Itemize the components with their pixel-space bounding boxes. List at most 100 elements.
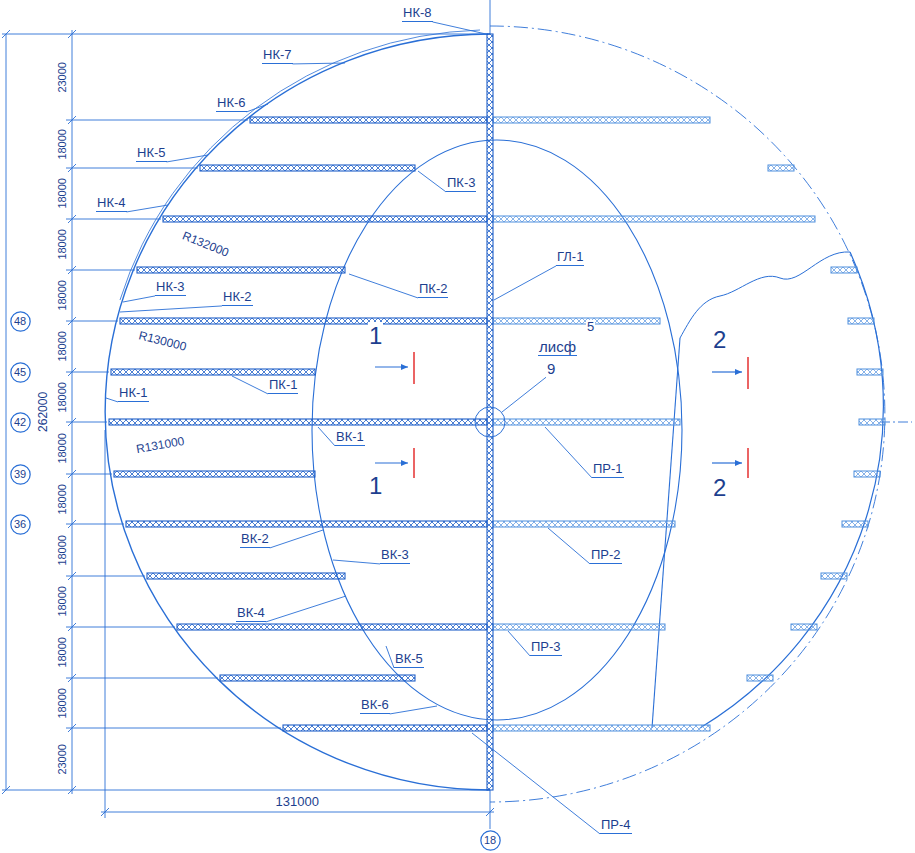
axis-bubble-circle [480, 830, 499, 849]
part-label: НК-7 [262, 48, 293, 64]
dimension-label: 18000 [55, 636, 68, 669]
truss [109, 117, 487, 731]
part-label: ПК-2 [418, 282, 448, 298]
dimension-label: 18000 [55, 128, 68, 161]
truss [177, 624, 487, 630]
outer-contour [105, 34, 490, 790]
dimension-label: 18000 [55, 381, 68, 414]
section-mark [375, 462, 408, 463]
truss [857, 369, 883, 375]
axis-bubble: 48 [10, 311, 31, 332]
dimension-lines [72, 30, 73, 794]
axis-bubble-circle [10, 311, 29, 330]
leader-line [123, 296, 155, 302]
truss [854, 471, 880, 477]
part-label: НК-2 [222, 290, 253, 306]
outer-contour-right [700, 252, 883, 728]
truss [493, 521, 675, 527]
dimension-lines [66, 728, 281, 729]
truss [493, 318, 660, 324]
dimension-lines [66, 321, 118, 322]
section-label: 1 [368, 322, 383, 350]
axis-bubble-circle [10, 514, 29, 533]
section-mark [747, 448, 749, 478]
axis-number: 39 [14, 469, 26, 480]
truss [114, 471, 315, 477]
dimension-label: 18000 [55, 330, 68, 363]
truss [126, 521, 487, 527]
dimension-lines [105, 430, 106, 818]
dimension-lines [490, 0, 491, 34]
dimension-label: 18000 [55, 432, 68, 465]
section-mark [712, 371, 742, 372]
main-girder [487, 34, 493, 790]
dimension-label: 18000 [55, 687, 68, 720]
dimension-lines [66, 120, 248, 121]
dimension-label: 131000 [275, 795, 320, 810]
part-label: НК-1 [118, 386, 149, 402]
dimension-lines [66, 627, 175, 628]
dimension-lines [2, 34, 488, 35]
section-label: 1 [368, 472, 383, 500]
sheet-reference: 5 [586, 320, 595, 335]
part-label: ВК-3 [380, 548, 410, 564]
truss [220, 675, 415, 681]
axis-bubble-circle [10, 362, 29, 381]
dimension-lines [2, 0, 494, 829]
dimension-label: 23000 [55, 743, 68, 776]
part-label: ПР-1 [592, 462, 624, 478]
truss [493, 419, 680, 425]
part-label: ПК-1 [268, 378, 298, 394]
dimension-lines [66, 422, 107, 423]
part-label: ВК-2 [240, 532, 270, 548]
truss [493, 117, 710, 123]
axis-number: 45 [14, 367, 26, 378]
dimension-lines [68, 30, 76, 794]
dimension-lines [66, 678, 218, 679]
dimension-lines [2, 790, 488, 791]
part-label: лисф [538, 338, 577, 356]
leader-line [232, 376, 268, 394]
leader-line [247, 104, 268, 112]
dimension-lines [101, 812, 494, 813]
axis-number: 48 [14, 316, 26, 327]
dimension-label: 18000 [55, 177, 68, 210]
truss [163, 216, 487, 222]
dimension-label: 23000 [55, 61, 68, 94]
truss [747, 675, 773, 681]
section-label: 2 [712, 326, 727, 354]
section-mark [413, 352, 415, 384]
leader-line [418, 171, 446, 192]
truss [147, 573, 345, 579]
part-label: НК-8 [402, 6, 433, 22]
section-mark [375, 352, 748, 478]
dimension-lines [66, 372, 109, 373]
truss [493, 117, 885, 731]
leader-line [120, 306, 222, 312]
dimension-lines [2, 30, 10, 794]
leader-line [545, 427, 592, 478]
leader-line [266, 596, 346, 622]
axis-number: 18 [484, 835, 496, 846]
leader-line [494, 266, 556, 300]
axis-bubble: 18 [480, 830, 501, 851]
axis-bubble: 36 [10, 514, 31, 535]
radius-label: R132000 [179, 229, 231, 261]
dimension-lines [66, 524, 124, 525]
detail-circle [475, 407, 505, 437]
leader-line [318, 427, 335, 446]
part-label: ВК-1 [335, 430, 365, 446]
dimension-label: 18000 [55, 483, 68, 516]
dimension-lines [66, 576, 145, 577]
truss [283, 725, 487, 731]
leader-line [472, 733, 600, 834]
sheet-reference: 9 [546, 360, 556, 377]
part-label: НК-4 [96, 196, 127, 212]
part-label: ПК-3 [446, 176, 476, 192]
truss [831, 267, 857, 273]
axis-bubble: 42 [10, 412, 31, 433]
leader-line [548, 528, 590, 564]
truss [791, 624, 817, 630]
dimension-label: 18000 [55, 585, 68, 618]
